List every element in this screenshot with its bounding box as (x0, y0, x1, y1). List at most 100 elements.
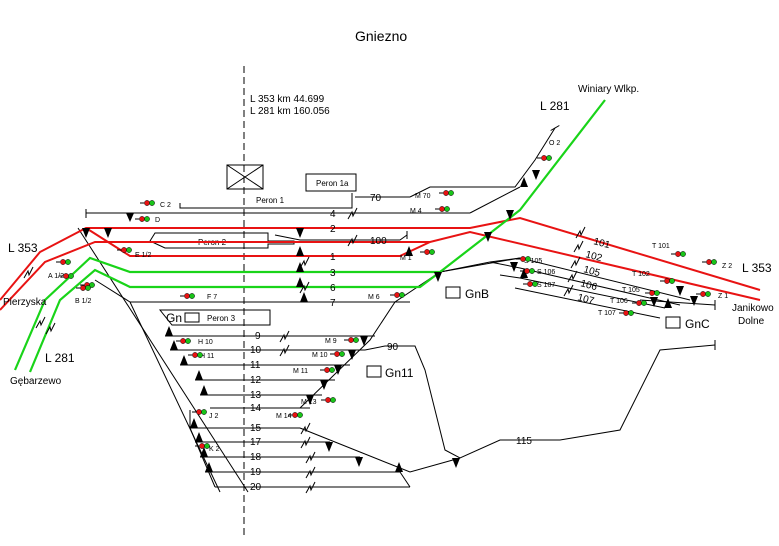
svg-text:S 107: S 107 (537, 282, 555, 289)
signal-lamp (330, 351, 345, 357)
red-tracks (0, 216, 761, 311)
signal-lamp (435, 206, 450, 212)
joint-mark (563, 284, 574, 297)
station-title: Gniezno (355, 28, 407, 44)
joint-mark (305, 451, 316, 464)
svg-text:2: 2 (330, 224, 336, 235)
station-box-gnb: GnB (445, 286, 489, 301)
station-building-icon (226, 164, 264, 190)
svg-text:15: 15 (250, 423, 262, 434)
svg-text:K 2: K 2 (209, 446, 220, 453)
joint-mark (299, 281, 310, 294)
svg-text:H 10: H 10 (198, 339, 213, 346)
joint-mark (570, 256, 581, 269)
signal-lamp (192, 409, 207, 415)
svg-text:Pierzyska: Pierzyska (3, 297, 47, 308)
signal-lamp (420, 249, 435, 255)
signal-lamp (195, 443, 210, 449)
svg-text:S 105: S 105 (524, 258, 542, 265)
svg-text:S 106: S 106 (537, 269, 555, 276)
svg-text:GnC: GnC (685, 317, 710, 331)
signal-lamp (516, 256, 531, 262)
line-labels: L 353 L 353 L 281 L 281 Winiary Wlkp. Pi… (3, 84, 774, 387)
joint-mark (300, 436, 311, 449)
km-line-353: L 353 km 44.699 (250, 94, 325, 105)
svg-text:Dolne: Dolne (738, 316, 765, 327)
svg-text:T 107: T 107 (598, 310, 616, 317)
joint-mark (575, 226, 586, 239)
svg-text:Peron 3: Peron 3 (207, 314, 236, 323)
km-line-281: L 281 km 160.056 (250, 106, 330, 117)
signal-lamp (632, 300, 647, 306)
black-tracks (77, 125, 716, 493)
svg-text:12: 12 (250, 375, 262, 386)
signal-lamp (645, 290, 660, 296)
switch-markers (82, 170, 698, 472)
signal-lamp (188, 352, 203, 358)
signal-lamp (671, 251, 686, 257)
svg-text:115: 115 (516, 436, 532, 447)
svg-text:T 106: T 106 (610, 298, 628, 305)
signal-lamp (390, 292, 405, 298)
svg-text:B 1/2: B 1/2 (75, 298, 91, 305)
svg-text:Gn11: Gn11 (385, 366, 414, 380)
signal-lamp (520, 268, 535, 274)
svg-text:M 9: M 9 (325, 338, 337, 345)
svg-text:M 70: M 70 (415, 193, 431, 200)
joint-mark (300, 422, 311, 435)
svg-text:17: 17 (250, 437, 262, 448)
svg-text:6: 6 (330, 283, 336, 294)
signal-labels: C 2 D E 1/2 A 1/2 B 1/2 F 7 H 10 H 11 J … (48, 140, 732, 453)
signal-lamp (288, 412, 303, 418)
svg-text:100: 100 (370, 236, 387, 247)
signal-lamps (56, 155, 717, 449)
joint-mark (347, 207, 358, 220)
green-tracks (13, 99, 606, 373)
svg-text:M 1: M 1 (400, 255, 412, 262)
signal-lamp (140, 200, 155, 206)
svg-text:18: 18 (250, 452, 262, 463)
svg-text:F 7: F 7 (207, 294, 217, 301)
svg-text:M 14: M 14 (276, 413, 292, 420)
svg-text:Peron 1a: Peron 1a (316, 179, 349, 188)
joint-mark (279, 344, 290, 357)
svg-text:L 353: L 353 (742, 261, 772, 275)
joint-mark (567, 270, 578, 283)
svg-text:10: 10 (250, 345, 262, 356)
joint-mark (347, 234, 358, 247)
svg-text:A 1/2: A 1/2 (48, 273, 64, 280)
signal-lamp (80, 282, 95, 288)
signal-lamp (696, 291, 711, 297)
svg-text:O 2: O 2 (549, 140, 560, 147)
joint-mark (23, 266, 34, 279)
svg-text:M 13: M 13 (301, 399, 317, 406)
signal-lamp (537, 155, 552, 161)
svg-text:M 4: M 4 (410, 208, 422, 215)
station-box-gn: Gn (166, 311, 200, 325)
svg-text:M 10: M 10 (312, 352, 328, 359)
station-box-gnc: GnC (665, 316, 710, 331)
signal-lamp (180, 293, 195, 299)
svg-text:J 2: J 2 (209, 413, 218, 420)
signal-lamp (320, 367, 335, 373)
signal-lamp (660, 278, 675, 284)
svg-text:20: 20 (250, 482, 262, 493)
platform-3: Peron 3 (158, 309, 271, 326)
svg-text:M 11: M 11 (293, 368, 308, 375)
svg-text:Z 2: Z 2 (722, 263, 732, 270)
svg-text:T 102: T 102 (632, 271, 650, 278)
svg-text:Gn: Gn (166, 311, 182, 325)
svg-text:70: 70 (370, 193, 382, 204)
svg-text:L 353: L 353 (8, 241, 38, 255)
signal-lamp (76, 285, 91, 291)
svg-text:3: 3 (330, 268, 336, 279)
platform-1a: Peron 1a (305, 173, 357, 192)
svg-text:Peron 1: Peron 1 (256, 196, 285, 205)
svg-text:E 1/2: E 1/2 (135, 252, 151, 259)
svg-text:Z 1: Z 1 (718, 293, 728, 300)
signal-lamp (56, 259, 71, 265)
svg-text:L 281: L 281 (540, 99, 570, 113)
svg-text:102: 102 (584, 249, 603, 264)
joint-marks (23, 207, 586, 494)
